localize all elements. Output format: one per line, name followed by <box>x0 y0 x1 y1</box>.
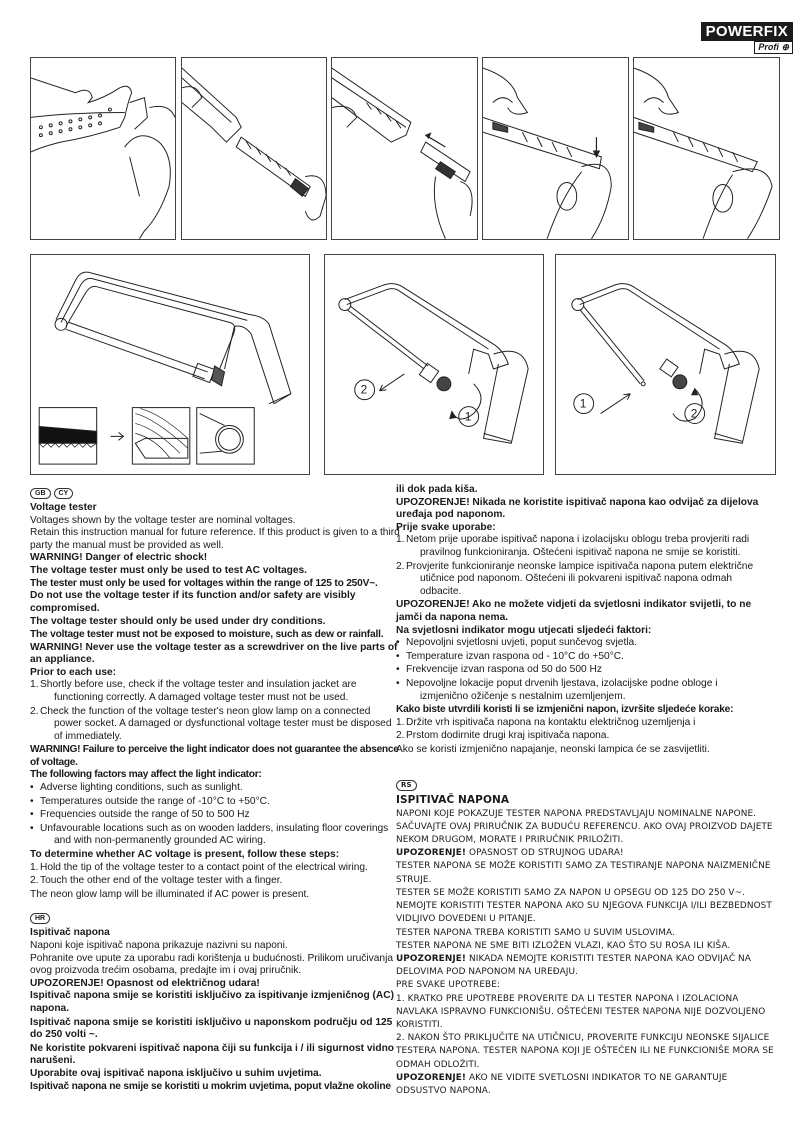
circle-plus-icon: ⊕ <box>781 42 789 52</box>
powerfix-logo: POWERFIX Profi ⊕ <box>683 22 793 54</box>
sub-brand-text: Profi <box>758 42 779 52</box>
gb-warning: The voltage tester must only be used to … <box>30 564 308 576</box>
gb-warning: The voltage tester must not be exposed t… <box>30 628 384 640</box>
gb-warning: WARNING! Failure to perceive the light i… <box>30 744 399 768</box>
knife-hand-illustration-icon <box>31 77 175 239</box>
language-badge-hr: HR <box>30 913 402 925</box>
step-2-label: 2 <box>361 383 368 397</box>
gb-warning: Do not use the voltage tester if its fun… <box>30 590 356 614</box>
list-item: •Unfavourable locations such as on woode… <box>30 822 389 847</box>
list-item: •Temperature izvan raspona od - 10°C do … <box>396 650 624 662</box>
badge-rs: RS <box>396 780 417 792</box>
step-1-label: 1 <box>465 409 472 423</box>
left-text-column: GB CY Voltage tester Voltages shown by t… <box>30 488 402 1093</box>
gb-warning: The tester must only be used for voltage… <box>30 577 378 589</box>
rs-line: UPOZORENJE! AKO NE VIDITE SVETLOSNI INDI… <box>396 1072 728 1096</box>
blade-removal-illustration-icon <box>182 67 326 221</box>
hr-warning: UPOZORENJE! Opasnost od električnog udar… <box>30 977 260 989</box>
gb-title: Voltage tester <box>30 502 97 513</box>
hr-factors-heading: Na svjetlosni indikator mogu utjecati sl… <box>396 624 652 636</box>
rs-line: TESTER NAPONA TREBA KORISTITI SAMO U SUV… <box>396 927 675 938</box>
blade-insert-illustration-icon <box>332 67 473 239</box>
brand-name: POWERFIX <box>700 22 793 41</box>
hr-warning: Ispitivač napona smije se koristiti iskl… <box>30 1016 393 1041</box>
hr-warning: Ispitivač napona smije se koristiti iskl… <box>30 990 395 1014</box>
badge-cy: CY <box>53 488 74 499</box>
list-item: •Frequencies outside the range of 50 to … <box>30 809 250 821</box>
hr-warning: Ispitivač napona ne smije se koristiti u… <box>30 1080 391 1092</box>
sub-brand: Profi ⊕ <box>754 41 793 54</box>
gb-warning: The voltage tester should only be used u… <box>30 616 326 628</box>
knife-assembled-illustration-icon <box>634 67 773 239</box>
badge-gb: GB <box>30 488 51 499</box>
list-item: •Nepovoljni svjetlosni uvjeti, poput sun… <box>396 637 638 649</box>
figure-5 <box>633 57 780 240</box>
list-item: 2.Touch the other end of the voltage tes… <box>30 875 283 887</box>
rs-line: TESTER SE MOŽE KORISTITI SAMO ZA NAPON U… <box>396 887 746 898</box>
right-text-column: ili dok pada kiša. UPOZORENJE! Nikada ne… <box>396 484 776 1098</box>
rs-line: TESTER NAPONA NE SME BITI IZLOŽEN VLAZI,… <box>396 940 731 951</box>
hr-final: Ako se koristi izmjenično napajanje, neo… <box>396 743 710 755</box>
list-item: 2. Provjerite funkcioniranje neonske lam… <box>396 560 754 597</box>
gb-warning: WARNING! Danger of electric shock! <box>30 552 208 564</box>
gb-warning: WARNING! Never use the voltage tester as… <box>30 641 398 666</box>
list-item: 1.Držite vrh ispitivača napona na kontak… <box>396 716 696 728</box>
hr-paragraph: Pohranite ove upute za uporabu radi kori… <box>30 952 393 977</box>
figure-7: 2 1 <box>324 254 544 475</box>
list-item: •Nepovoljne lokacije poput drvenih ljest… <box>396 677 718 702</box>
hr-warning: Uporabite ovaj ispitivač napona isključi… <box>30 1067 322 1079</box>
figure-2 <box>181 57 327 240</box>
rs-line: NAPONI KOJE POKAZUJE TESTER NAPONA PREDS… <box>396 808 757 819</box>
hr-warning-continued: ili dok pada kiša. <box>396 484 478 495</box>
rs-line: UPOZORENJE! OPASNOST OD STRUJNOG UDARA! <box>396 848 624 859</box>
list-item: •Temperatures outside the range of -10°C… <box>30 795 270 807</box>
blade-lock-illustration-icon <box>483 67 612 239</box>
rs-section: RS ISPITIVAČ NAPONA NAPONI KOJE POKAZUJE… <box>396 780 776 1098</box>
hacksaw-blade-insert-icon: 1 2 <box>571 283 760 444</box>
figure-6 <box>30 254 310 475</box>
hr-warning: UPOZORENJE! Ako ne možete vidjeti da svj… <box>396 599 752 623</box>
list-item: 1. Netom prije uporabe ispitivač napona … <box>396 534 750 558</box>
rs-line: PRE SVAKE UPOTREBE: <box>396 980 501 991</box>
rs-line: 1. KRATKO PRE UPOTREBE PROVERITE DA LI T… <box>396 993 766 1030</box>
step-1-label: 1 <box>580 397 587 411</box>
language-badges-gb-cy: GB CY <box>30 488 402 499</box>
list-item: 1.Hold the tip of the voltage tester to … <box>30 861 368 873</box>
figure-3 <box>331 57 478 240</box>
rs-line: NEMOJTE KORISTITI TESTER NAPONA AKO SU N… <box>396 901 772 925</box>
rs-line: UPOZORENJE! NIKADA NEMOJTE KORISTITI TES… <box>396 953 751 978</box>
hr-steps-heading: Kako biste utvrdili koristi li se izmjen… <box>396 704 734 716</box>
rs-title: ISPITIVAČ NAPONA <box>396 794 510 807</box>
badge-hr: HR <box>30 913 51 925</box>
hr-prior-heading: Prije svake uporabe: <box>396 521 496 533</box>
list-item: 2.Prstom dodirnite drugi kraj ispitivača… <box>396 730 610 742</box>
gb-factors-heading: The following factors may affect the lig… <box>30 769 262 781</box>
list-item: •Frekvencije izvan raspona od 50 do 500 … <box>396 664 602 676</box>
step-2-label: 2 <box>691 407 698 421</box>
gb-final: The neon glow lamp will be illuminated i… <box>30 888 310 900</box>
gb-prior-heading: Prior to each use: <box>30 666 117 678</box>
figure-4 <box>482 57 629 240</box>
figure-1 <box>30 57 176 240</box>
hacksaw-blade-removal-icon: 2 1 <box>338 283 529 444</box>
hacksaw-illustration-icon <box>38 271 292 465</box>
rs-line: SAČUVAJTE OVAJ PRIRUČNIK ZA BUDUĆU REFER… <box>396 821 773 846</box>
gb-steps-heading: To determine whether AC voltage is prese… <box>30 849 340 861</box>
hr-paragraph: Naponi koje ispitivač napona prikazuje n… <box>30 940 288 951</box>
figure-8: 1 2 <box>555 254 776 475</box>
list-item: 1. Shortly before use, check if the volt… <box>30 679 357 703</box>
list-item: 2. Check the function of the voltage tes… <box>30 705 392 742</box>
list-item: •Adverse lighting conditions, such as su… <box>30 782 243 794</box>
hr-warning: Ne koristite pokvareni ispitivač napona … <box>30 1042 395 1067</box>
hr-warning: UPOZORENJE! Nikada ne koristite ispitiva… <box>396 496 759 521</box>
hr-title: Ispitivač napona <box>30 927 110 939</box>
gb-paragraph: Retain this instruction manual for futur… <box>30 527 400 551</box>
language-badge-rs: RS <box>396 780 776 792</box>
gb-paragraph: Voltages shown by the voltage tester are… <box>30 514 296 526</box>
rs-line: 2. NAKON ŠTO PRIKLJUČITE NA UTIČNICU, PR… <box>396 1033 774 1070</box>
rs-line: TESTER NAPONA SE MOŽE KORISTITI SAMO ZA … <box>396 861 771 885</box>
